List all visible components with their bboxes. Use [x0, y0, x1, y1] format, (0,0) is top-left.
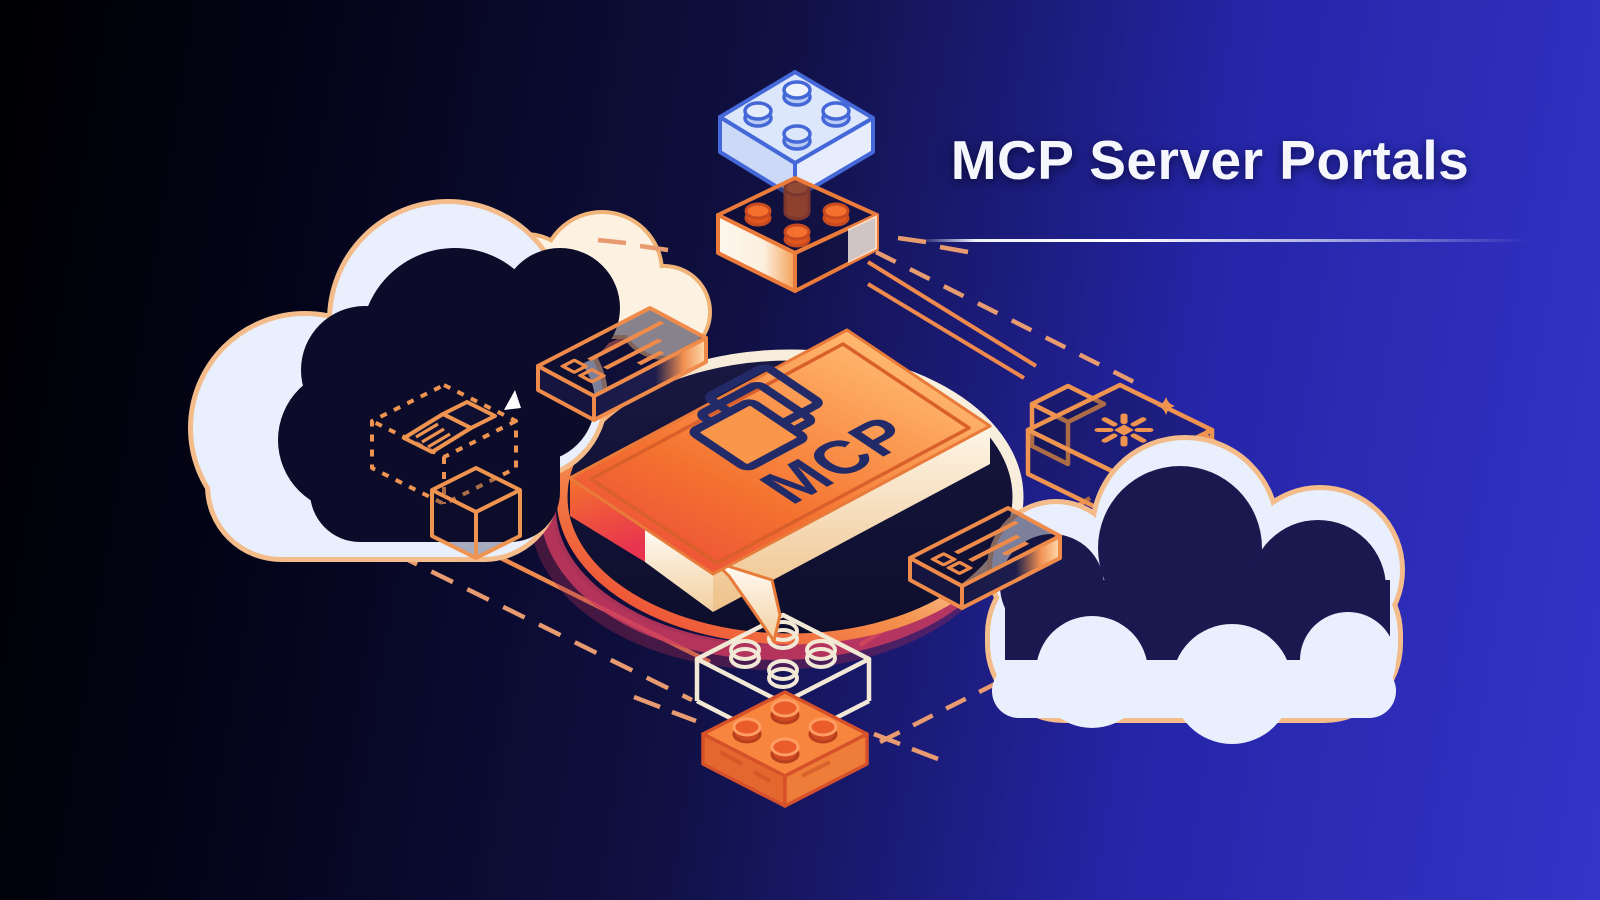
- edge-top-right-dashed: [874, 249, 1140, 387]
- decor-dashes: [597, 235, 969, 762]
- cloud-icon-left: [188, 199, 620, 562]
- edge-top-right-beam-2: [866, 282, 1026, 380]
- package-cube-dashed-icon: [370, 383, 518, 506]
- title-underline: [926, 239, 1546, 242]
- cloud-wave-highlight: [992, 612, 1396, 744]
- open-book-icon: [402, 400, 497, 454]
- title-block: MCP Server Portals: [930, 128, 1490, 192]
- list-card-icon-right: [908, 506, 1062, 610]
- orange-lego-brick-icon: [716, 176, 879, 293]
- page-title: MCP Server Portals: [950, 129, 1470, 191]
- list-card-icon-left: [536, 306, 708, 422]
- mcp-book-icon: MCP: [568, 328, 992, 643]
- cloud-icon-right: [985, 435, 1405, 744]
- orange-lego-brick-bottom-icon: [701, 690, 869, 808]
- cube-icon: [430, 466, 522, 560]
- sparkle-burst-icon: [1094, 413, 1154, 447]
- bookmark-tail: [713, 560, 782, 643]
- blue-lego-brick-icon: [718, 70, 875, 200]
- edge-top-right-beam-1: [866, 260, 1038, 368]
- white-spark-triangle-icon: [504, 390, 521, 410]
